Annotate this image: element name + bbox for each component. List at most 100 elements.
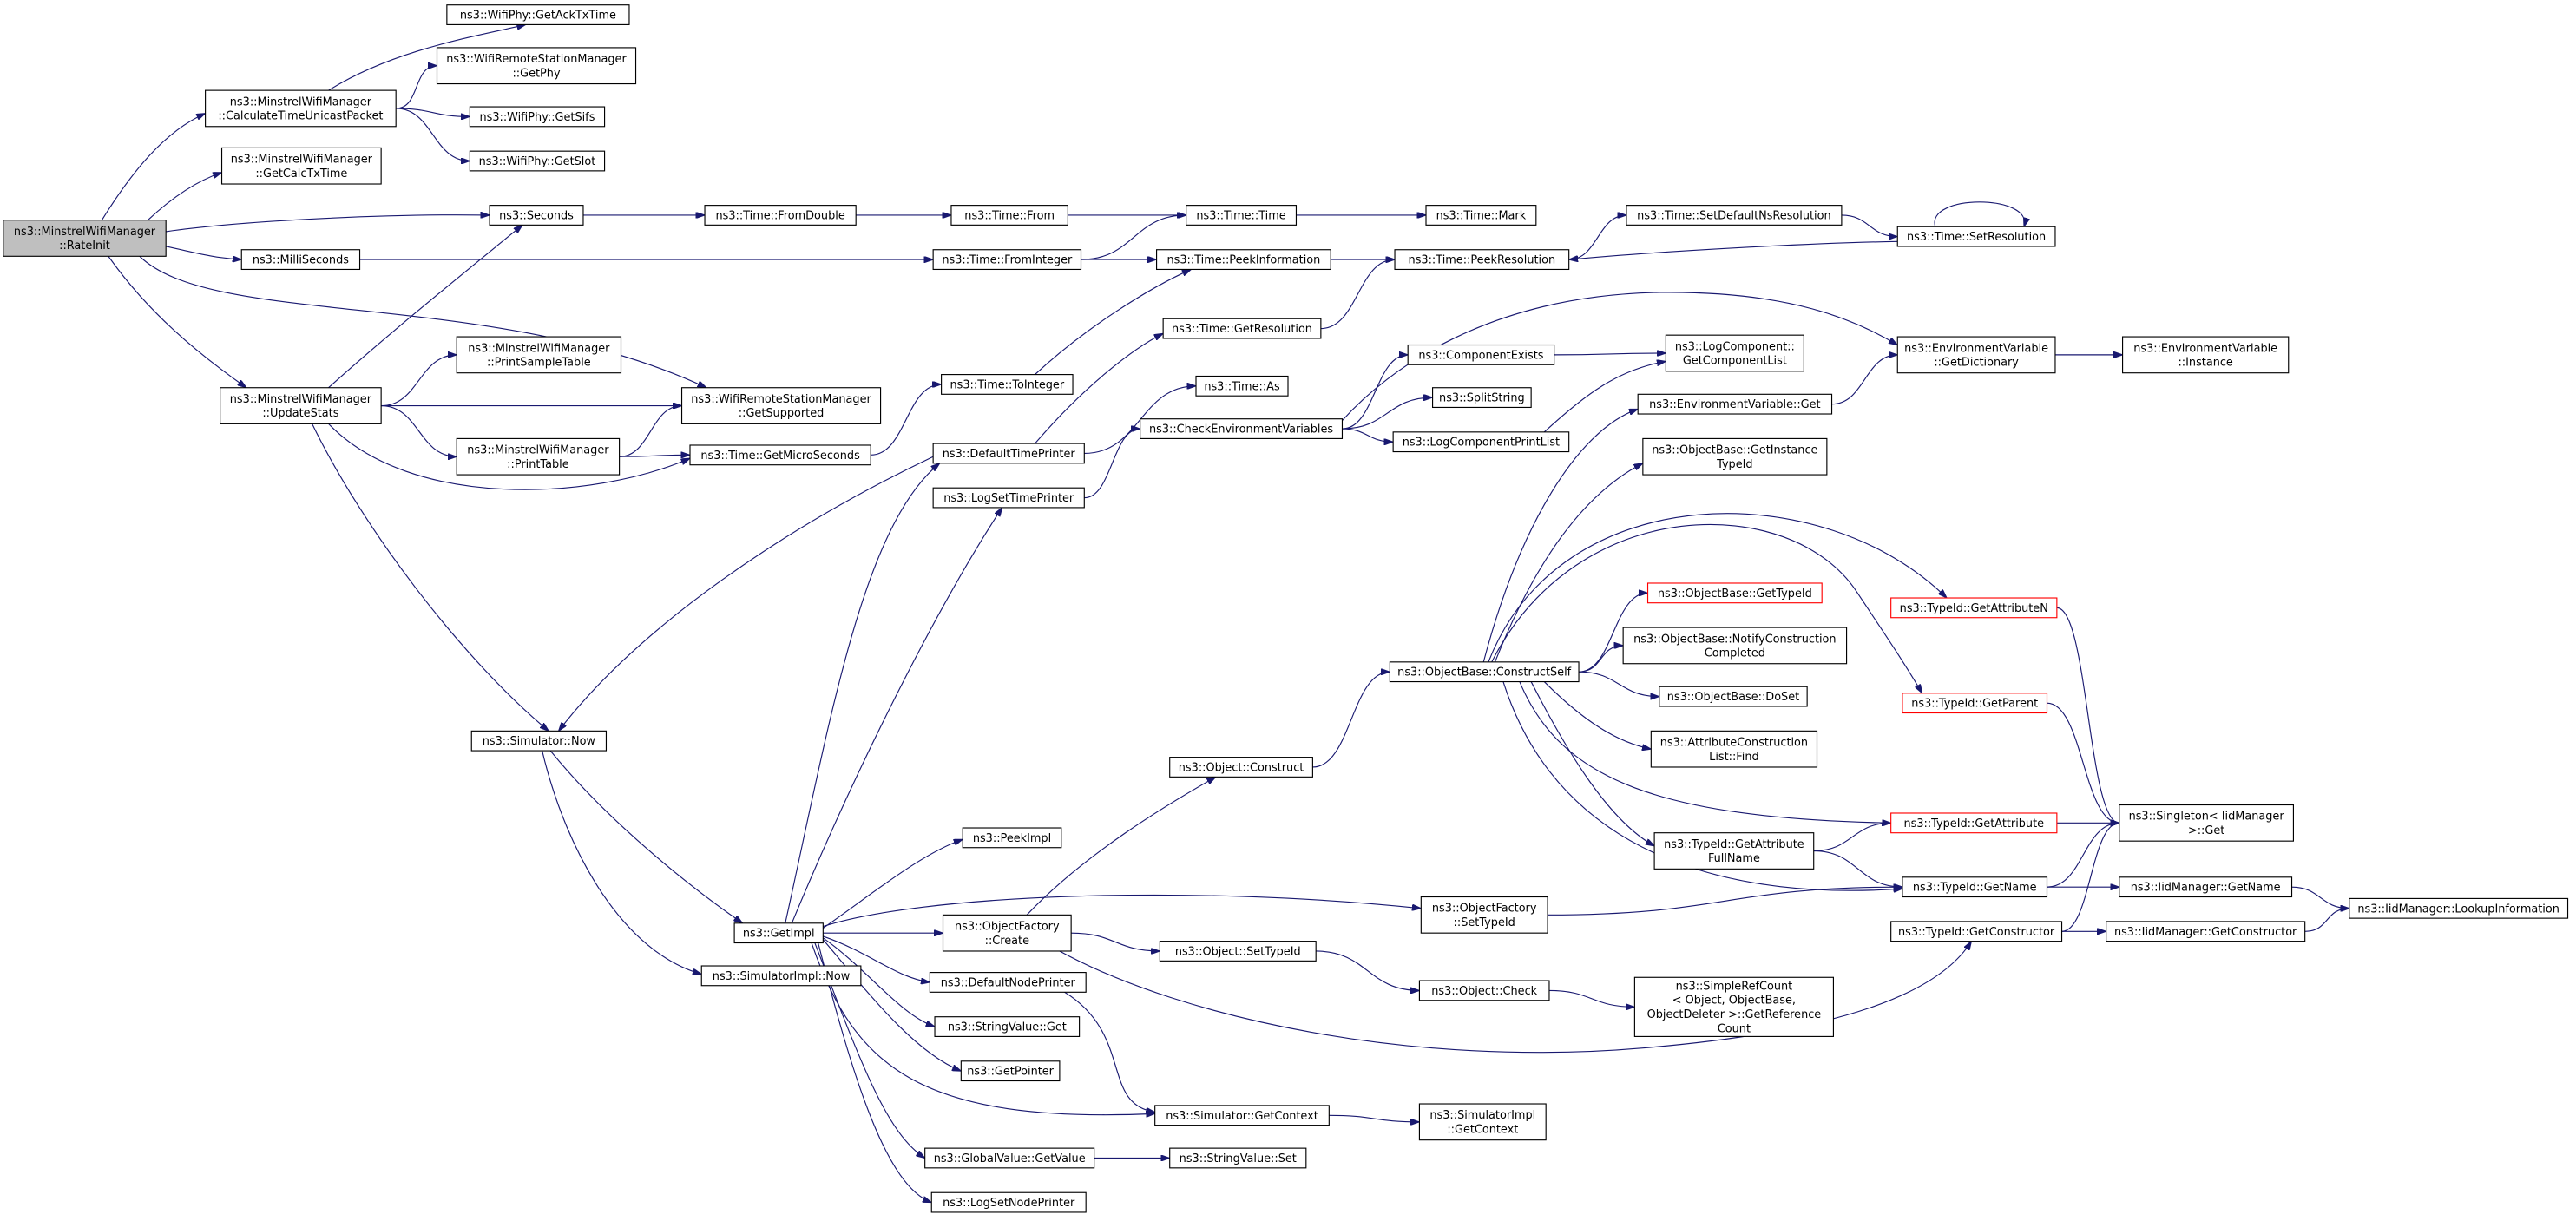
node-ns3-minstrelwifimanager-printsampletable[interactable]: ns3::MinstrelWifiManager::PrintSampleTab… — [456, 336, 622, 374]
node-ns3-milliseconds[interactable]: ns3::MilliSeconds — [240, 249, 361, 271]
node-ns3-objectbase-doset[interactable]: ns3::ObjectBase::DoSet — [1659, 686, 1808, 707]
node-label: ns3::ObjectBase::NotifyConstruction — [1633, 633, 1836, 646]
node-ns3-environmentvariable-getdictionary[interactable]: ns3::EnvironmentVariable::GetDictionary — [1896, 336, 2056, 374]
node-label: ns3::TypeId::GetName — [1913, 882, 2037, 895]
node-ns3-checkenvironmentvariables[interactable]: ns3::CheckEnvironmentVariables — [1140, 418, 1344, 439]
node-label: ns3::Time::GetResolution — [1172, 323, 1312, 336]
node-ns3-peekimpl[interactable]: ns3::PeekImpl — [962, 827, 1062, 849]
node-ns3-typeid-getattributen[interactable]: ns3::TypeId::GetAttributeN — [1890, 597, 2058, 619]
node-ns3-objectfactory-settypeid[interactable]: ns3::ObjectFactory::SetTypeId — [1420, 896, 1548, 934]
call-edge — [823, 894, 1421, 928]
node-ns3-time-frominteger[interactable]: ns3::Time::FromInteger — [932, 249, 1082, 271]
node-ns3-objectbase-constructself[interactable]: ns3::ObjectBase::ConstructSelf — [1389, 661, 1580, 683]
node-ns3-environmentvariable-instance[interactable]: ns3::EnvironmentVariable::Instance — [2122, 336, 2290, 374]
node-ns3-time-time[interactable]: ns3::Time::Time — [1186, 205, 1298, 226]
node-label: ns3::AttributeConstruction — [1660, 737, 1808, 750]
node-ns3-minstrelwifimanager-rateinit[interactable]: ns3::MinstrelWifiManager::RateInit — [3, 220, 167, 257]
node-label: ::PrintTable — [507, 458, 569, 471]
node-ns3-iidmanager-getconstructor[interactable]: ns3::IidManager::GetConstructor — [2106, 921, 2306, 942]
node-ns3-time-peekresolution[interactable]: ns3::Time::PeekResolution — [1394, 249, 1570, 271]
node-box — [1890, 597, 2058, 619]
node-label: ns3::MilliSeconds — [253, 254, 349, 267]
node-label: List::Find — [1709, 751, 1758, 764]
call-edge — [1035, 269, 1192, 376]
node-label: Completed — [1705, 647, 1765, 660]
node-ns3-time-tointeger[interactable]: ns3::Time::ToInteger — [941, 374, 1074, 395]
call-edge — [2304, 909, 2349, 932]
node-ns3-object-check[interactable]: ns3::Object::Check — [1418, 980, 1550, 1001]
node-ns3-logsetnodeprinter[interactable]: ns3::LogSetNodePrinter — [930, 1191, 1087, 1213]
node-ns3-getpointer[interactable]: ns3::GetPointer — [960, 1060, 1061, 1082]
node-ns3-iidmanager-getname[interactable]: ns3::IidManager::GetName — [2119, 876, 2293, 898]
node-ns3-objectbase-notifyconstruction-completed[interactable]: ns3::ObjectBase::NotifyConstructionCompl… — [1622, 627, 1848, 665]
node-ns3-time-from[interactable]: ns3::Time::From — [950, 205, 1068, 226]
node-ns3-time-peekinformation[interactable]: ns3::Time::PeekInformation — [1156, 249, 1331, 271]
node-ns3-typeid-getparent[interactable]: ns3::TypeId::GetParent — [1902, 693, 2048, 714]
node-ns3-time-setresolution[interactable]: ns3::Time::SetResolution — [1896, 226, 2056, 247]
call-edge — [785, 463, 940, 923]
node-ns3-simulatorimpl-getcontext[interactable]: ns3::SimulatorImpl::GetContext — [1418, 1103, 1547, 1141]
node-ns3-getimpl[interactable]: ns3::GetImpl — [733, 922, 824, 944]
node-label: ::PrintSampleTable — [487, 357, 591, 370]
node-label: ::GetPhy — [512, 67, 560, 80]
node-ns3-wifiphy-getsifs[interactable]: ns3::WifiPhy::GetSifs — [469, 106, 606, 128]
node-ns3-wifiphy-getacktxtime[interactable]: ns3::WifiPhy::GetAckTxTime — [446, 4, 630, 25]
node-ns3-typeid-getattribute[interactable]: ns3::TypeId::GetAttribute — [1890, 812, 2058, 834]
node-label: >::Get — [2188, 824, 2224, 837]
node-box — [1407, 344, 1555, 365]
node-ns3-iidmanager-lookupinformation[interactable]: ns3::IidManager::LookupInformation — [2349, 897, 2569, 919]
node-ns3-logsettimeprinter[interactable]: ns3::LogSetTimePrinter — [932, 487, 1085, 509]
node-ns3-splitstring[interactable]: ns3::SplitString — [1432, 387, 1532, 409]
node-ns3-time-as[interactable]: ns3::Time::As — [1195, 375, 1289, 397]
node-label: ns3::ObjectBase::GetTypeId — [1658, 588, 1812, 601]
node-ns3-logcomponent-getcomponentlist[interactable]: ns3::LogComponent::GetComponentList — [1665, 334, 1804, 372]
node-label: ns3::Time::GetMicroSeconds — [700, 450, 860, 463]
node-ns3-defaulttimeprinter[interactable]: ns3::DefaultTimePrinter — [932, 443, 1085, 464]
node-ns3-time-getmicroseconds[interactable]: ns3::Time::GetMicroSeconds — [689, 444, 871, 466]
call-edge — [1579, 593, 1648, 673]
node-ns3-objectbase-gettypeid[interactable]: ns3::ObjectBase::GetTypeId — [1646, 582, 1823, 604]
node-ns3-simulator-getcontext[interactable]: ns3::Simulator::GetContext — [1154, 1105, 1330, 1126]
node-ns3-environmentvariable-get[interactable]: ns3::EnvironmentVariable::Get — [1637, 393, 1833, 415]
node-ns3-object-settypeid[interactable]: ns3::Object::SetTypeId — [1159, 941, 1317, 962]
node-ns3-time-setdefaultnsresolution[interactable]: ns3::Time::SetDefaultNsResolution — [1626, 205, 1843, 226]
node-ns3-simplerefcount-object-objectbase-objectdeleter-getreference-count[interactable]: ns3::SimpleRefCount< Object, ObjectBase,… — [1633, 976, 1834, 1037]
node-label: ns3::WifiRemoteStationManager — [446, 53, 627, 66]
node-label: ns3::DefaultNodePrinter — [941, 976, 1076, 989]
node-ns3-componentexists[interactable]: ns3::ComponentExists — [1407, 344, 1555, 365]
node-ns3-wifiphy-getslot[interactable]: ns3::WifiPhy::GetSlot — [469, 150, 606, 172]
node-ns3-stringvalue-set[interactable]: ns3::StringValue::Set — [1169, 1147, 1307, 1169]
node-ns3-typeid-getconstructor[interactable]: ns3::TypeId::GetConstructor — [1890, 921, 2063, 942]
node-label: ns3::StringValue::Set — [1180, 1152, 1297, 1165]
node-ns3-minstrelwifimanager-getcalctxtime[interactable]: ns3::MinstrelWifiManager::GetCalcTxTime — [220, 147, 382, 185]
node-ns3-time-fromdouble[interactable]: ns3::Time::FromDouble — [704, 205, 857, 226]
call-edge — [328, 24, 526, 91]
node-ns3-globalvalue-getvalue[interactable]: ns3::GlobalValue::GetValue — [924, 1147, 1095, 1169]
node-ns3-stringvalue-get[interactable]: ns3::StringValue::Get — [934, 1016, 1081, 1037]
call-edge — [1316, 950, 1419, 990]
node-ns3-wifiremotestationmanager-getphy[interactable]: ns3::WifiRemoteStationManager::GetPhy — [436, 47, 637, 85]
call-edge — [1320, 259, 1395, 330]
node-ns3-minstrelwifimanager-updatestats[interactable]: ns3::MinstrelWifiManager::UpdateStats — [220, 387, 382, 424]
node-ns3-simulator-now[interactable]: ns3::Simulator::Now — [470, 730, 608, 752]
node-ns3-defaultnodeprinter[interactable]: ns3::DefaultNodePrinter — [929, 972, 1087, 993]
node-ns3-object-construct[interactable]: ns3::Object::Construct — [1169, 757, 1313, 778]
node-ns3-typeid-getname[interactable]: ns3::TypeId::GetName — [1902, 876, 2048, 898]
node-ns3-minstrelwifimanager-printtable[interactable]: ns3::MinstrelWifiManager::PrintTable — [456, 437, 621, 476]
node-box — [240, 249, 361, 271]
node-box — [1156, 249, 1331, 271]
node-ns3-simulatorimpl-now[interactable]: ns3::SimulatorImpl::Now — [700, 965, 862, 987]
node-ns3-logcomponentprintlist[interactable]: ns3::LogComponentPrintList — [1392, 431, 1570, 453]
node-label: Count — [1718, 1022, 1751, 1035]
node-ns3-time-mark[interactable]: ns3::Time::Mark — [1425, 205, 1537, 226]
node-ns3-wifiremotestationmanager-getsupported[interactable]: ns3::WifiRemoteStationManager::GetSuppor… — [680, 387, 882, 424]
node-ns3-singleton-iidmanager-get[interactable]: ns3::Singleton< IidManager>::Get — [2119, 804, 2294, 842]
node-ns3-seconds[interactable]: ns3::Seconds — [489, 205, 584, 226]
node-ns3-time-getresolution[interactable]: ns3::Time::GetResolution — [1162, 318, 1322, 339]
node-ns3-minstrelwifimanager-calculatetimeunicastpacket[interactable]: ns3::MinstrelWifiManager::CalculateTimeU… — [205, 89, 397, 128]
node-ns3-objectfactory-create[interactable]: ns3::ObjectFactory::Create — [942, 914, 1072, 952]
